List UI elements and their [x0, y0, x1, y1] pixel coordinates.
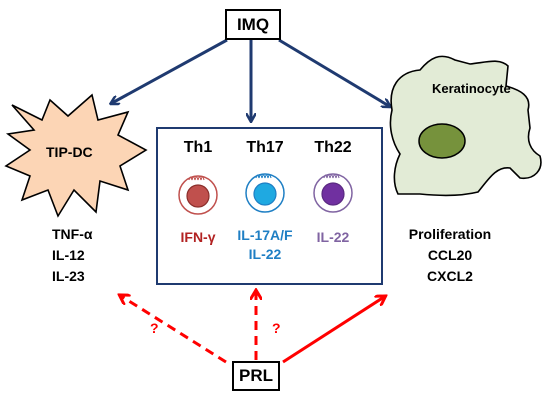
unknown-mark-tip-dc: ?: [150, 320, 159, 336]
th17-label: Th17: [246, 139, 284, 156]
product-proliferation: Proliferation: [408, 226, 492, 242]
tip-dc-star: [4, 93, 148, 218]
product-il-23: IL-23: [52, 268, 85, 284]
th1-cell: [178, 175, 218, 215]
th1-cytokine: IFN-γ: [180, 229, 216, 245]
th17-cell: [245, 173, 285, 213]
keratinocyte-cell: [389, 55, 542, 197]
product-ccl20: CCL20: [427, 247, 473, 263]
th22-cell: [313, 173, 353, 213]
keratinocyte-nucleus: [418, 123, 466, 159]
product-cxcl2: CXCL2: [427, 268, 473, 284]
th22-cytokine: IL-22: [316, 229, 350, 245]
product-tnf-alpha: TNF-α: [52, 226, 93, 242]
th1-label: Th1: [183, 139, 213, 156]
th17-cytokine-il17af: IL-17A/F: [237, 227, 293, 243]
prl-to-tip-dc-arrow: [121, 296, 227, 364]
prl-to-keratinocyte-arrow: [282, 297, 384, 364]
tip-dc-products: TNF-α IL-12 IL-23: [52, 224, 92, 287]
prl-box: PRL: [232, 361, 280, 391]
imq-label: IMQ: [236, 15, 270, 34]
th17-cytokine-il22: IL-22: [248, 246, 282, 262]
prl-label: PRL: [239, 366, 273, 385]
imq-to-keratinocyte-arrow: [278, 38, 389, 106]
product-il-12: IL-12: [52, 247, 85, 263]
unknown-mark-t-cells: ?: [272, 320, 281, 336]
tip-dc-label: TIP-DC: [46, 144, 93, 160]
imq-to-tip-dc-arrow: [112, 38, 228, 103]
imq-box: IMQ: [225, 9, 281, 40]
keratinocyte-products: Proliferation CCL20 CXCL2: [400, 224, 500, 287]
keratinocyte-label: Keratinocyte: [432, 81, 511, 96]
th22-label: Th22: [314, 139, 352, 156]
